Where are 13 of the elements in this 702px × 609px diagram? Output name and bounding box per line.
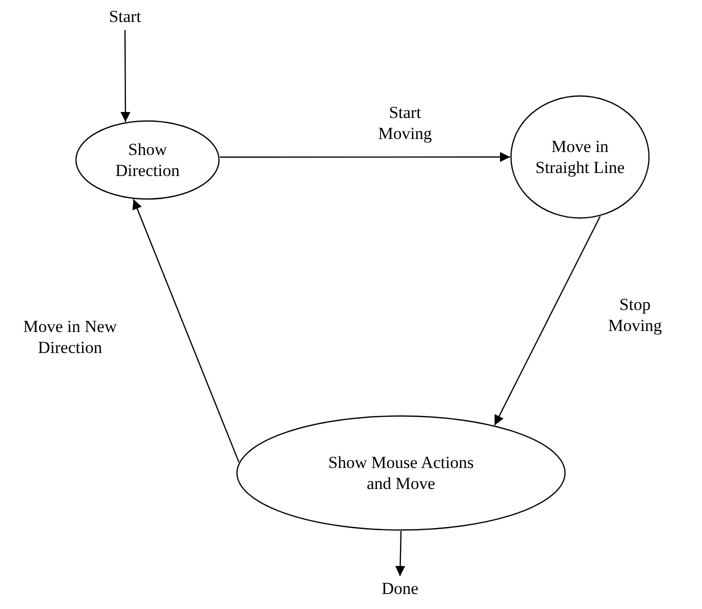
state-label: Show Direction [114, 138, 181, 182]
edge-label: Start Moving [377, 102, 433, 144]
transition-arrow [220, 152, 510, 162]
state-label: Move in Straight Line [534, 136, 626, 178]
terminal-label: Start [108, 6, 142, 28]
terminal-label: Done [382, 578, 418, 600]
transition-arrow [395, 530, 406, 576]
transition-arrow [494, 216, 601, 426]
transition-arrow [132, 199, 240, 462]
state-label: Show Mouse Actions and Move [327, 452, 475, 494]
edge-label: Move in New Direction [22, 316, 118, 358]
edge-label: Stop Moving [607, 294, 663, 336]
transition-arrow [120, 30, 130, 122]
